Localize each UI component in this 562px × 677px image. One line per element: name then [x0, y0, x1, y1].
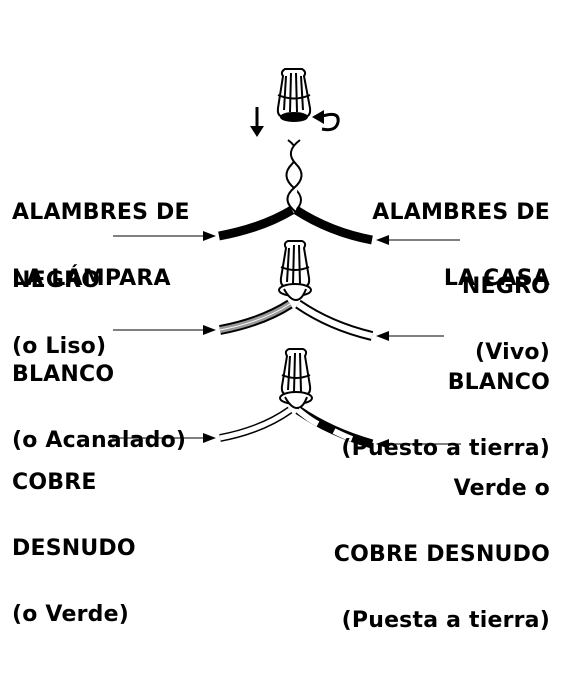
label-line: (o Verde) [12, 602, 129, 627]
black-wire-pair [203, 206, 389, 245]
house-ground-wire-label: Verde o COBRE DESNUDO (Puesta a tierra) [334, 434, 550, 676]
lamp-wires-heading: ALAMBRES DE LA LÁMPARA [12, 158, 190, 334]
label-line: BLANCO [12, 362, 115, 387]
lamp-wires-heading-line1: ALAMBRES DE [12, 200, 190, 225]
twist-arrow-icon [312, 110, 340, 132]
label-line: COBRE [12, 470, 97, 495]
ground-wire-pair [203, 406, 389, 449]
label-line: (Puesto a tierra) [341, 436, 550, 461]
label-line: Verde o [453, 476, 550, 501]
label-line: NEGRO [12, 268, 101, 293]
down-arrow-icon [250, 107, 264, 137]
wiring-diagram: ALAMBRES DE LA LÁMPARA ALAMBRES DE LA CA… [12, 68, 550, 632]
lamp-wires-heading-line2: LA LÁMPARA [12, 266, 171, 291]
label-line: COBRE DESNUDO [333, 542, 550, 567]
label-line: DESNUDO [12, 536, 136, 561]
label-line: (Vivo) [475, 340, 550, 365]
label-line: (o Acanalado) [12, 428, 187, 453]
wire-nut-icon [279, 348, 313, 410]
house-wires-heading-line1: ALAMBRES DE [372, 200, 550, 225]
house-black-wire-label: NEGRO (Vivo) [462, 232, 550, 408]
lamp-black-wire-label: NEGRO (o Liso) [12, 226, 106, 402]
house-white-wire-label: BLANCO (Puesto a tierra) [341, 328, 550, 504]
wiring-illustration [112, 68, 461, 449]
label-line: BLANCO [447, 370, 550, 395]
house-wires-heading: ALAMBRES DE LA CASA [372, 158, 550, 334]
twisted-wires-icon [285, 139, 303, 213]
lamp-ground-wire-label: COBRE DESNUDO (o Verde) [12, 428, 136, 670]
label-line: (o Liso) [12, 334, 107, 359]
wire-nut-icon [278, 240, 312, 302]
label-line: NEGRO [461, 274, 550, 299]
wire-nut-icon [276, 68, 312, 122]
lamp-white-wire-label: BLANCO (o Acanalado) [12, 320, 186, 496]
label-line: (Puesta a tierra) [341, 608, 550, 633]
white-wire-pair [203, 299, 389, 341]
house-wires-heading-line2: LA CASA [443, 266, 550, 291]
